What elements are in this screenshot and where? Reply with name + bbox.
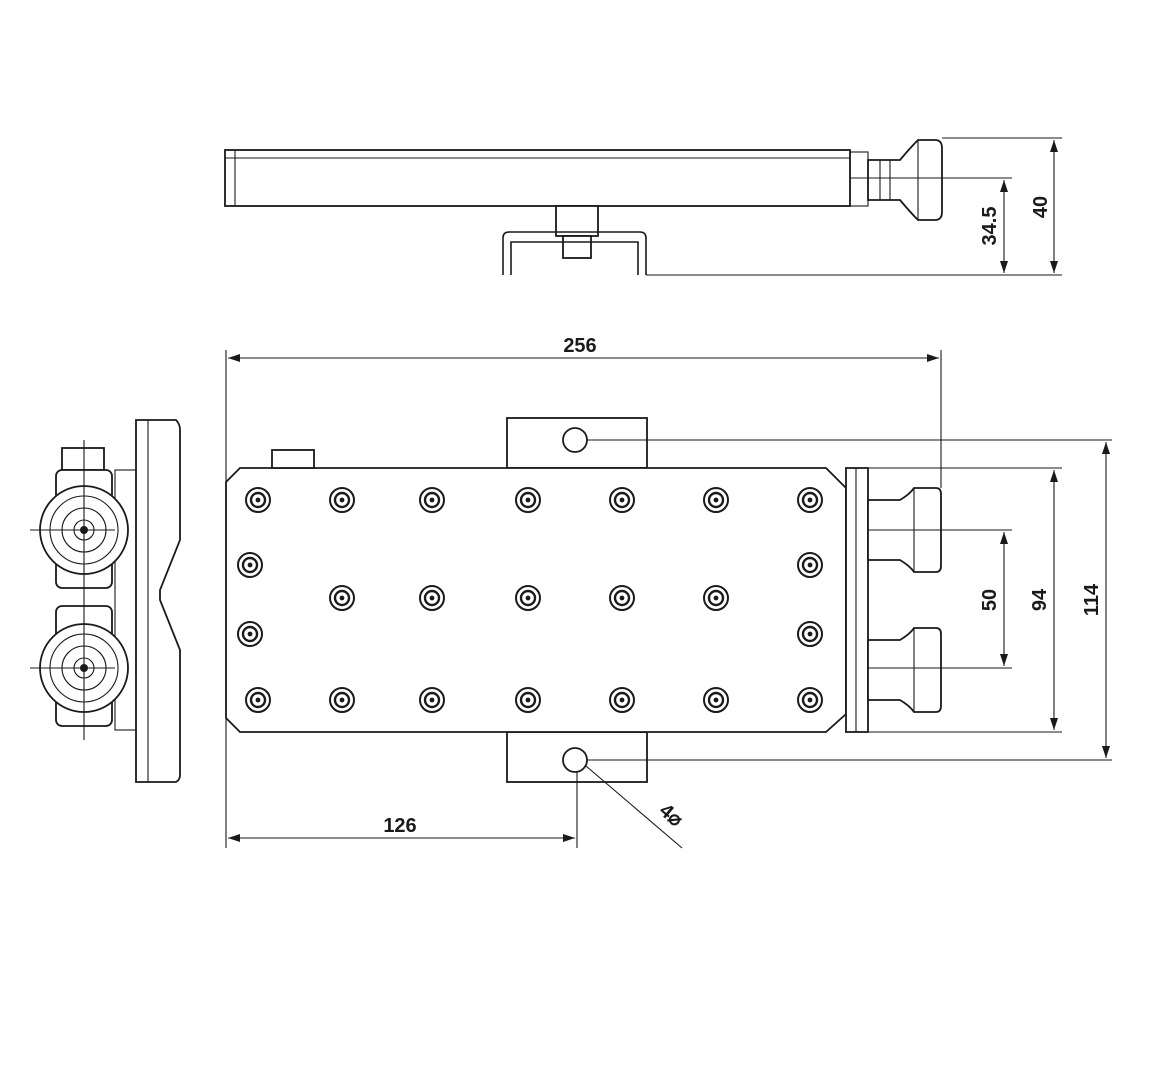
top-view-nut-block bbox=[271, 449, 315, 469]
bolt-5 bbox=[609, 487, 635, 513]
dim-roller-center-height: 34.5 bbox=[979, 207, 1001, 246]
top-view-mount-hole-top bbox=[562, 427, 588, 453]
bolt-7 bbox=[797, 487, 823, 513]
dim-overall-length: 256 bbox=[563, 335, 596, 357]
bolt-23 bbox=[797, 687, 823, 713]
top-view-roller-mount bbox=[845, 467, 869, 733]
bolt-3 bbox=[419, 487, 445, 513]
bolt-20 bbox=[515, 687, 541, 713]
bolt-12 bbox=[515, 585, 541, 611]
dim-total-height: 40 bbox=[1030, 196, 1052, 218]
bolt-16 bbox=[797, 621, 823, 647]
dim-overall-width: 114 bbox=[1081, 583, 1103, 616]
bolt-15 bbox=[237, 621, 263, 647]
bolt-17 bbox=[245, 687, 271, 713]
top-view-mount-hole-bottom bbox=[562, 747, 588, 773]
dim-hole-diameter: 4⌀ bbox=[655, 800, 687, 832]
end-view bbox=[30, 419, 181, 783]
bolt-4 bbox=[515, 487, 541, 513]
side-view-mount-nut bbox=[562, 235, 592, 259]
dim-hole-offset: 126 bbox=[383, 815, 416, 837]
side-view-roller bbox=[867, 139, 943, 221]
bolt-13 bbox=[609, 585, 635, 611]
side-view: 40 34.5 bbox=[224, 137, 1062, 276]
bolt-8 bbox=[237, 552, 263, 578]
bolt-10 bbox=[329, 585, 355, 611]
bolt-6 bbox=[703, 487, 729, 513]
bolt-22 bbox=[703, 687, 729, 713]
bolt-11 bbox=[419, 585, 445, 611]
top-view-bolt-grid bbox=[237, 487, 823, 713]
side-view-bracket bbox=[502, 231, 647, 275]
end-view-plate bbox=[135, 419, 181, 783]
bolt-18 bbox=[329, 687, 355, 713]
side-view-carriage-body bbox=[224, 149, 851, 207]
dim-plate-width: 94 bbox=[1029, 588, 1051, 611]
bolt-21 bbox=[609, 687, 635, 713]
bolt-2 bbox=[329, 487, 355, 513]
top-view-lower-roller bbox=[867, 627, 942, 713]
end-view-top-nut bbox=[61, 447, 105, 471]
bolt-9 bbox=[797, 552, 823, 578]
bolt-1 bbox=[245, 487, 271, 513]
bolt-19 bbox=[419, 687, 445, 713]
top-view: 256 126 50 94 114 4⌀ bbox=[225, 335, 1112, 849]
bolt-14 bbox=[703, 585, 729, 611]
dim-roller-spacing: 50 bbox=[979, 589, 1001, 611]
